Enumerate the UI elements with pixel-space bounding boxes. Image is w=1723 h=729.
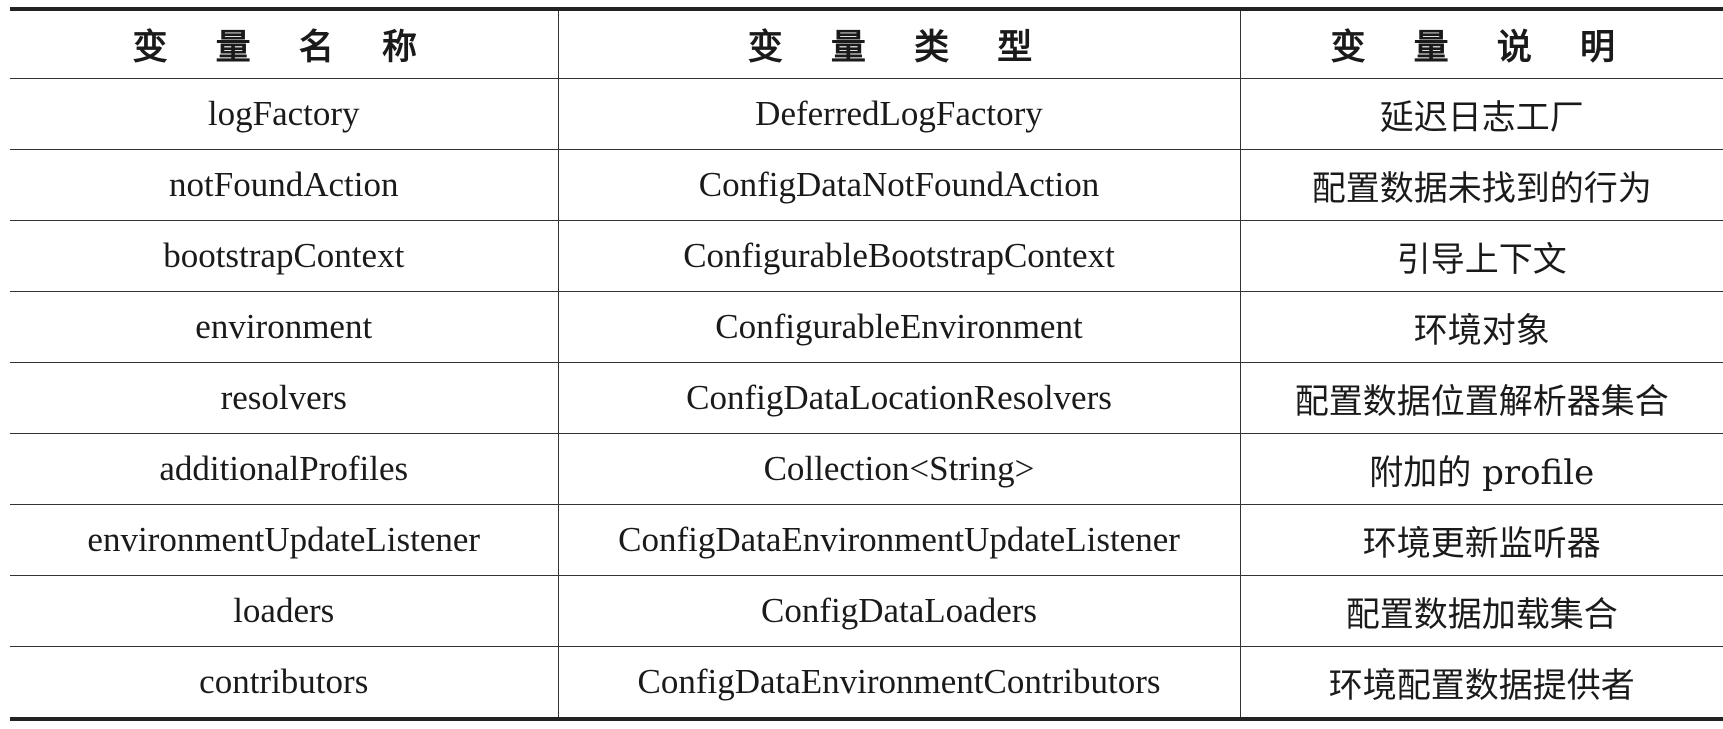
header-variable-name: 变 量 名 称 <box>10 7 558 79</box>
cell-variable-name: resolvers <box>10 362 558 434</box>
table-row: notFoundAction ConfigDataNotFoundAction … <box>10 149 1723 221</box>
cell-variable-description: 配置数据加载集合 <box>1239 575 1723 647</box>
cell-variable-description: 引导上下文 <box>1239 220 1723 292</box>
cell-variable-type: ConfigDataLoaders <box>557 575 1240 647</box>
cell-variable-name: environmentUpdateListener <box>10 504 558 576</box>
cell-variable-description: 附加的 profile <box>1239 433 1723 505</box>
cell-variable-description: 环境配置数据提供者 <box>1239 646 1723 721</box>
cell-variable-description: 环境更新监听器 <box>1239 504 1723 576</box>
table-row: resolvers ConfigDataLocationResolvers 配置… <box>10 362 1723 434</box>
cell-variable-name: environment <box>10 291 558 363</box>
table-row: bootstrapContext ConfigurableBootstrapCo… <box>10 220 1723 292</box>
cell-variable-name: logFactory <box>10 78 558 150</box>
cell-variable-name: bootstrapContext <box>10 220 558 292</box>
header-variable-type: 变 量 类 型 <box>557 7 1240 79</box>
table-row: logFactory DeferredLogFactory 延迟日志工厂 <box>10 78 1723 150</box>
table-header-row: 变 量 名 称 变 量 类 型 变 量 说 明 <box>10 7 1723 79</box>
cell-variable-type: ConfigurableBootstrapContext <box>557 220 1240 292</box>
header-variable-description: 变 量 说 明 <box>1239 7 1723 79</box>
table-row: environment ConfigurableEnvironment 环境对象 <box>10 291 1723 363</box>
cell-variable-description: 配置数据位置解析器集合 <box>1239 362 1723 434</box>
table-row: contributors ConfigDataEnvironmentContri… <box>10 646 1723 721</box>
table-row: additionalProfiles Collection<String> 附加… <box>10 433 1723 505</box>
cell-variable-type: DeferredLogFactory <box>557 78 1240 150</box>
cell-variable-type: ConfigDataLocationResolvers <box>557 362 1240 434</box>
cell-variable-type: ConfigDataNotFoundAction <box>557 149 1240 221</box>
cell-variable-description: 延迟日志工厂 <box>1239 78 1723 150</box>
cell-variable-type: Collection<String> <box>557 433 1240 505</box>
cell-variable-type: ConfigDataEnvironmentUpdateListener <box>557 504 1240 576</box>
cell-variable-name: contributors <box>10 646 558 721</box>
table-row: loaders ConfigDataLoaders 配置数据加载集合 <box>10 575 1723 647</box>
cell-variable-description: 配置数据未找到的行为 <box>1239 149 1723 221</box>
cell-variable-name: notFoundAction <box>10 149 558 221</box>
cell-variable-description: 环境对象 <box>1239 291 1723 363</box>
cell-variable-type: ConfigDataEnvironmentContributors <box>557 646 1240 721</box>
variable-table-container: 变 量 名 称 变 量 类 型 变 量 说 明 logFactory Defer… <box>10 7 1723 721</box>
variable-table: 变 量 名 称 变 量 类 型 变 量 说 明 logFactory Defer… <box>10 7 1723 721</box>
cell-variable-name: additionalProfiles <box>10 433 558 505</box>
table-row: environmentUpdateListener ConfigDataEnvi… <box>10 504 1723 576</box>
cell-variable-name: loaders <box>10 575 558 647</box>
cell-variable-type: ConfigurableEnvironment <box>557 291 1240 363</box>
